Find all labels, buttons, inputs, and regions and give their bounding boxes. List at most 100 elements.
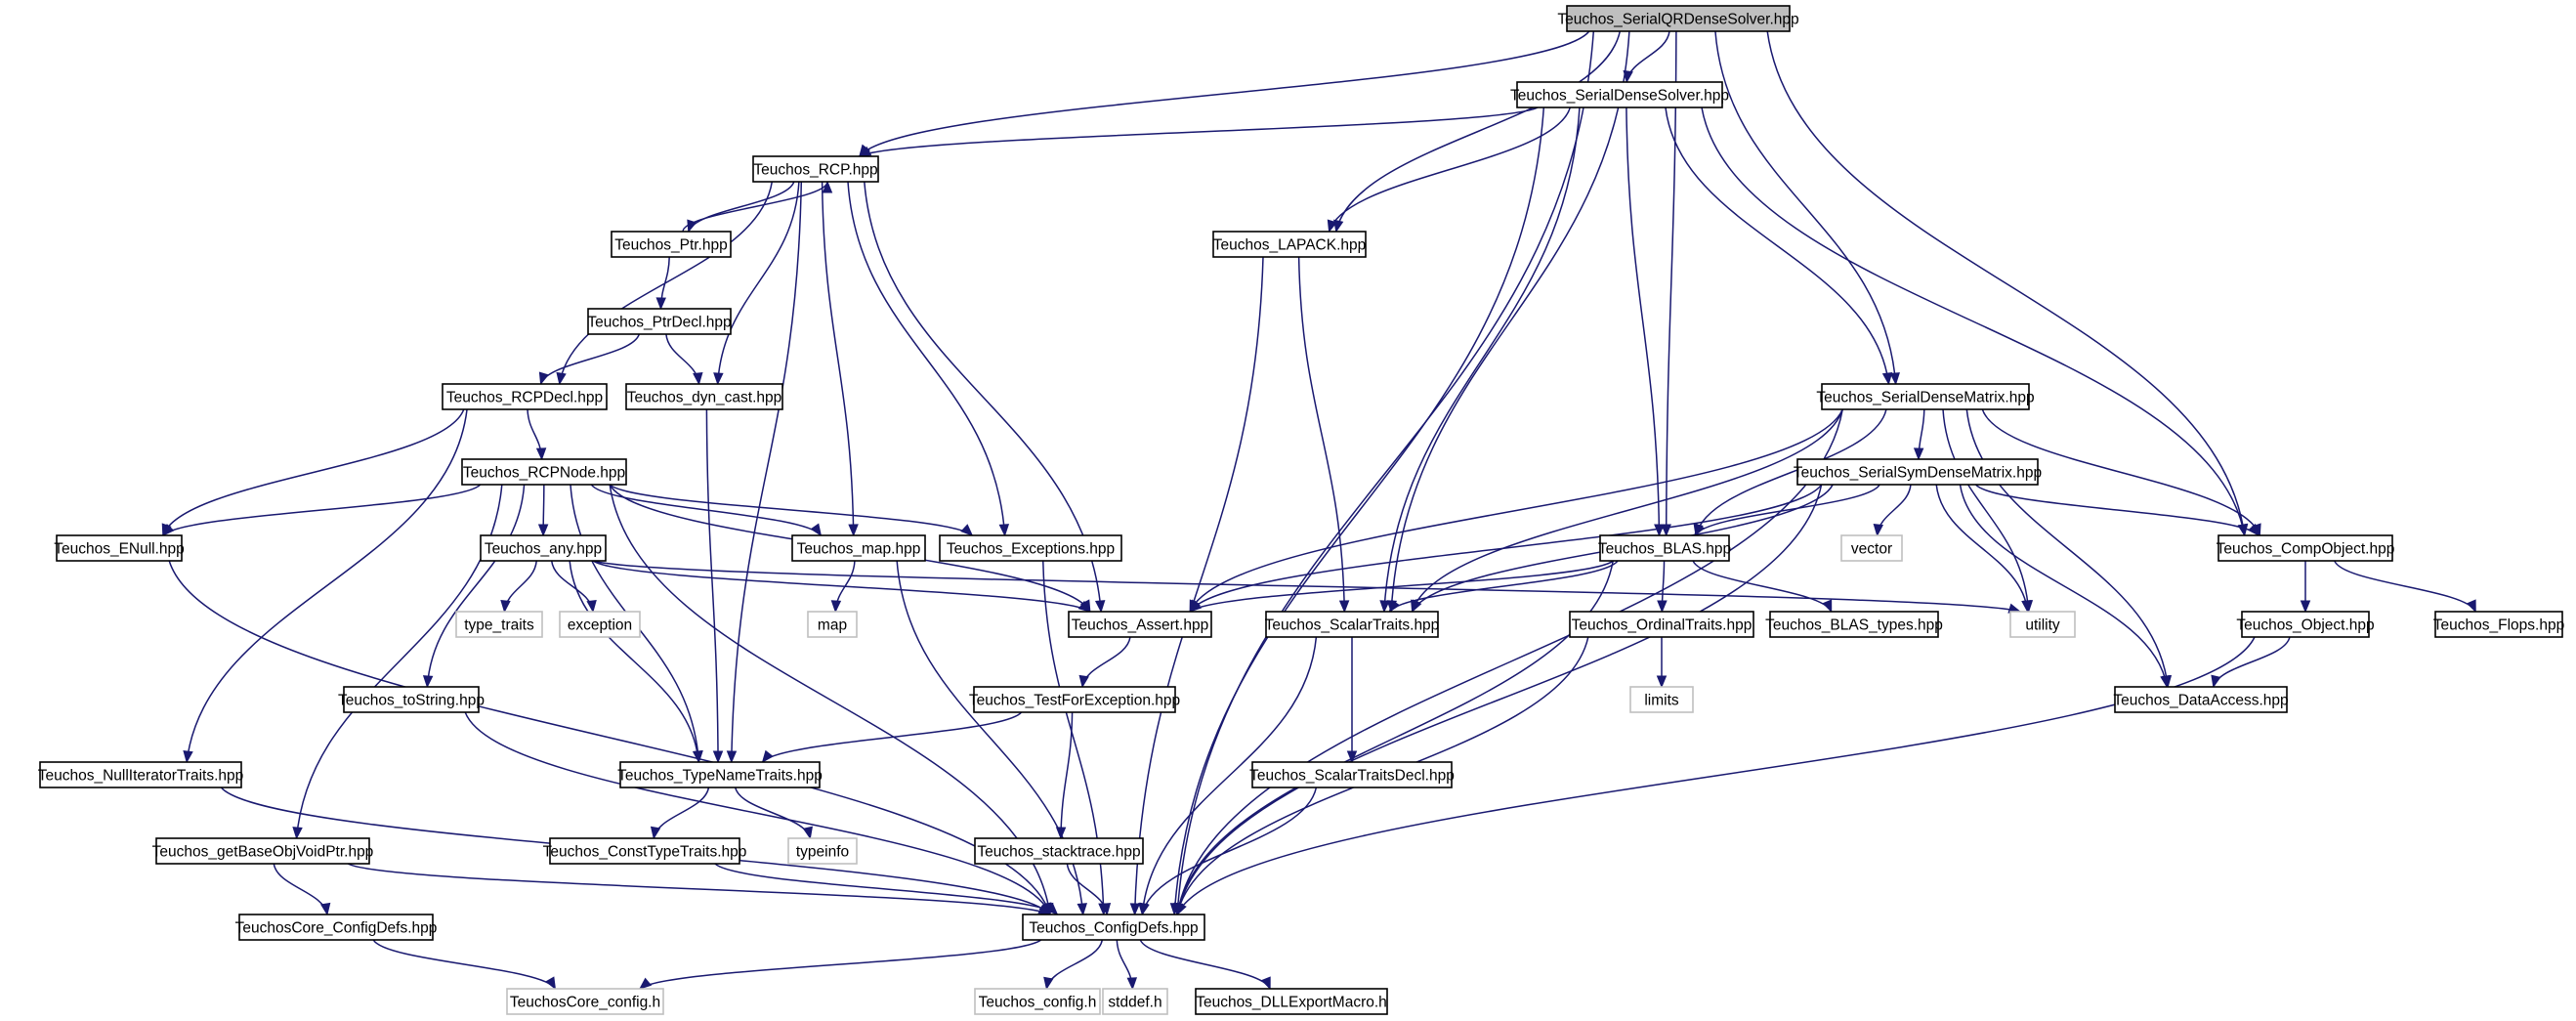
node-label: Teuchos_ConstTypeTraits.hpp	[543, 844, 747, 861]
node-compobject[interactable]: Teuchos_CompObject.hpp	[2217, 534, 2395, 562]
node-blastypes[interactable]: Teuchos_BLAS_types.hpp	[1765, 611, 1943, 638]
node-ordinaltraits[interactable]: Teuchos_OrdinalTraits.hpp	[1569, 611, 1754, 638]
node-box	[1022, 914, 1205, 941]
node-box	[787, 837, 858, 865]
edge-getbase-to-coreconfigdefs	[273, 863, 328, 915]
node-label: type_traits	[464, 617, 534, 634]
node-consttype[interactable]: Teuchos_ConstTypeTraits.hpp	[543, 837, 747, 865]
edge-sqr-to-compobject	[1766, 30, 2246, 536]
node-typename[interactable]: Teuchos_TypeNameTraits.hpp	[617, 761, 823, 788]
arrowhead-sds-to-compobject	[2237, 523, 2248, 537]
node-box	[442, 383, 608, 410]
node-stacktrace[interactable]: Teuchos_stacktrace.hpp	[974, 837, 1144, 865]
node-sqr[interactable]: Teuchos_SerialQRDenseSolver.hpp	[1557, 5, 1799, 32]
arrowhead-typename-to-typeinfo	[802, 826, 813, 840]
edge-lapack-to-configdefs	[1133, 256, 1264, 915]
edge-object-to-dataaccess	[2213, 636, 2291, 688]
node-label: vector	[1851, 541, 1892, 558]
node-box	[587, 308, 732, 335]
arrowhead-any-to-typetraits	[500, 600, 511, 614]
node-assert[interactable]: Teuchos_Assert.hpp	[1068, 611, 1212, 638]
edge-tostring-to-configdefs	[464, 711, 1051, 915]
arrowhead-ssdm-to-vector	[1873, 524, 1884, 537]
node-rcp[interactable]: Teuchos_RCP.hpp	[752, 155, 879, 183]
arrowhead-ptrdecl-to-rcpdecl	[538, 371, 549, 386]
node-label: TeuchosCore_ConfigDefs.hpp	[235, 920, 438, 937]
arrowhead-lapack-to-scalartraits	[1338, 600, 1350, 614]
node-scalartraits[interactable]: Teuchos_ScalarTraits.hpp	[1265, 611, 1440, 638]
node-label: limits	[1644, 693, 1679, 709]
node-dyncast[interactable]: Teuchos_dyn_cast.hpp	[625, 383, 783, 410]
arrowhead-coreconfigdefs-to-coreconfigh	[545, 976, 557, 991]
node-label: Teuchos_NullIteratorTraits.hpp	[38, 768, 244, 785]
node-box	[238, 914, 434, 941]
node-box	[752, 155, 879, 183]
arrowhead-compobject-to-object	[2300, 600, 2311, 614]
node-typetraits: type_traits	[455, 611, 543, 638]
node-label: Teuchos_BLAS.hpp	[1598, 541, 1731, 558]
node-label: Teuchos_CompObject.hpp	[2217, 541, 2395, 558]
node-dataaccess[interactable]: Teuchos_DataAccess.hpp	[2113, 686, 2289, 713]
node-lapack[interactable]: Teuchos_LAPACK.hpp	[1212, 231, 1367, 258]
node-ssdm[interactable]: Teuchos_SerialSymDenseMatrix.hpp	[1794, 458, 2042, 486]
arrowhead-rcp-to-map	[848, 524, 859, 537]
node-rcpnode[interactable]: Teuchos_RCPNode.hpp	[461, 458, 627, 486]
node-tostring[interactable]: Teuchos_toString.hpp	[338, 686, 485, 713]
node-map[interactable]: Teuchos_map.hpp	[791, 534, 926, 562]
edge-compobject-to-flops	[2334, 560, 2476, 613]
node-box	[2241, 611, 2370, 638]
node-any[interactable]: Teuchos_any.hpp	[480, 534, 607, 562]
node-label: typeinfo	[796, 844, 849, 861]
node-mapstd: map	[807, 611, 858, 638]
arrowhead-ssdm-to-scalartraits	[1412, 599, 1422, 614]
node-ptrdecl[interactable]: Teuchos_PtrDecl.hpp	[587, 308, 732, 335]
node-flops[interactable]: Teuchos_Flops.hpp	[2433, 611, 2564, 638]
node-coreconfigdefs[interactable]: TeuchosCore_ConfigDefs.hpp	[235, 914, 438, 941]
node-label: Teuchos_SerialQRDenseSolver.hpp	[1557, 12, 1798, 28]
node-label: Teuchos_SerialDenseMatrix.hpp	[1816, 390, 2034, 406]
node-label: Teuchos_RCPNode.hpp	[463, 465, 625, 482]
edge-rcp-to-dyncast	[716, 181, 800, 385]
node-blas[interactable]: Teuchos_BLAS.hpp	[1598, 534, 1731, 562]
node-label: Teuchos_stacktrace.hpp	[977, 844, 1140, 861]
node-sds[interactable]: Teuchos_SerialDenseSolver.hpp	[1510, 81, 1729, 108]
node-object[interactable]: Teuchos_Object.hpp	[2236, 611, 2375, 638]
arrowhead-sds-to-scalartraits	[1379, 600, 1390, 614]
arrowhead-blas-to-blastypes	[1822, 599, 1833, 614]
edge-any-to-typename	[569, 560, 700, 763]
edge-sdm-to-compobject	[1981, 408, 2261, 536]
node-box	[939, 534, 1122, 562]
node-configdefs[interactable]: Teuchos_ConfigDefs.hpp	[1022, 914, 1205, 941]
edge-typename-to-typeinfo	[735, 787, 812, 839]
arrowhead-configdefs-to-stddef	[1126, 977, 1138, 991]
edge-sqr-to-lapack	[1335, 30, 1622, 233]
edge-any-to-utility	[592, 560, 2021, 613]
edge-configdefs-to-dllexport	[1139, 939, 1271, 990]
edge-ssdm-to-compobject	[1974, 484, 2259, 536]
node-exceptions[interactable]: Teuchos_Exceptions.hpp	[939, 534, 1122, 562]
node-ptr[interactable]: Teuchos_Ptr.hpp	[611, 231, 732, 258]
node-nulliter[interactable]: Teuchos_NullIteratorTraits.hpp	[38, 761, 244, 788]
edge-scalartraits-to-configdefs	[1141, 636, 1318, 915]
edge-sdm-to-utility	[1942, 408, 2030, 613]
arrowhead-rcp-to-typename	[726, 750, 738, 764]
node-getbase[interactable]: Teuchos_getBaseObjVoidPtr.hpp	[152, 837, 374, 865]
node-rcpdecl[interactable]: Teuchos_RCPDecl.hpp	[442, 383, 608, 410]
node-label: Teuchos_Ptr.hpp	[614, 237, 727, 254]
node-dllexport[interactable]: Teuchos_DLLExportMacro.h	[1195, 988, 1388, 1015]
node-label: Teuchos_config.h	[979, 995, 1097, 1011]
node-enull[interactable]: Teuchos_ENull.hpp	[54, 534, 185, 562]
node-testforexc[interactable]: Teuchos_TestForException.hpp	[969, 686, 1180, 713]
nodes-layer: Teuchos_SerialQRDenseSolver.hppTeuchos_S…	[38, 5, 2564, 1015]
node-box	[807, 611, 858, 638]
node-box	[1566, 5, 1791, 32]
node-box	[506, 988, 664, 1015]
node-coreconfigh: TeuchosCore_config.h	[506, 988, 664, 1015]
node-sdm[interactable]: Teuchos_SerialDenseMatrix.hpp	[1816, 383, 2035, 410]
arrowhead-testforexc-to-typename	[761, 749, 774, 764]
node-label: Teuchos_LAPACK.hpp	[1213, 237, 1367, 254]
arrowhead-ssdm-to-compobject	[2247, 523, 2260, 537]
node-scalartraitsdecl[interactable]: Teuchos_ScalarTraitsDecl.hpp	[1249, 761, 1455, 788]
node-box	[155, 837, 370, 865]
